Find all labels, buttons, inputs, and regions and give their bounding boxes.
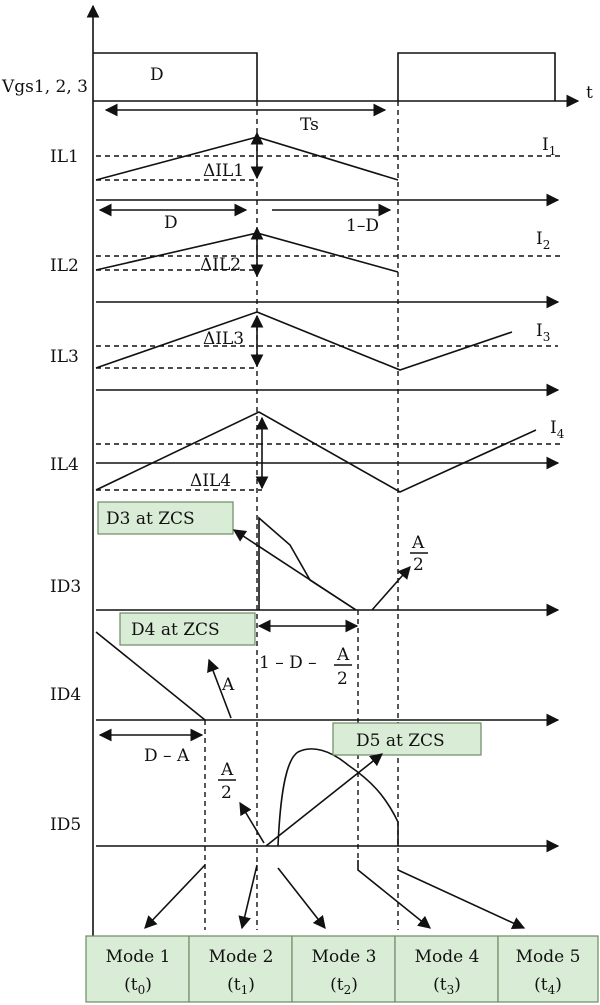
id4-slope-arrow: [207, 658, 232, 719]
il4-label: IL4: [50, 455, 79, 475]
mode-4-box: Mode 4 (t3): [394, 935, 499, 1003]
vgs-label: Vgs1, 2, 3: [1, 77, 88, 97]
d-minus-a-label: D – A: [144, 746, 190, 766]
dil3-label: ΔIL3: [203, 329, 244, 349]
i4-label: I4: [550, 418, 565, 441]
id4-waveform: [95, 631, 206, 721]
il3-label: IL3: [50, 347, 79, 367]
il1-label: IL1: [50, 147, 79, 167]
mode-3-time: (t2): [330, 975, 358, 997]
mode-1-box: Mode 1 (t0): [85, 935, 190, 1003]
vgs-pulse-1: [93, 52, 258, 101]
mode-1-time: (t0): [124, 975, 152, 997]
i3-label: I3: [536, 321, 550, 344]
id3-slope-num: A: [411, 533, 425, 553]
mode-3-box: Mode 3 (t2): [291, 935, 396, 1003]
mode-4-time: (t3): [433, 975, 461, 997]
mode2-pointer: [238, 864, 258, 930]
mode-4-name: Mode 4: [415, 947, 480, 967]
id5-label: ID5: [50, 815, 81, 835]
one-minus-d-label: 1–D: [346, 216, 379, 236]
id5-waveform: [277, 748, 399, 847]
duty-label: D: [150, 65, 164, 85]
il2-label: IL2: [50, 256, 79, 276]
mode-5-box: Mode 5 (t4): [497, 935, 599, 1003]
mode4-pointer: [357, 860, 431, 929]
il2-waveform: [95, 232, 399, 273]
one-minus-d-minus-label: 1 – D –: [259, 653, 317, 673]
ts-label: Ts: [300, 115, 319, 135]
mode-2-name: Mode 2: [209, 947, 274, 967]
i1-label: I1: [542, 135, 556, 158]
mode5-pointer: [397, 869, 526, 929]
d3-zcs-pointer: [232, 529, 357, 611]
id5-slope-den: 2: [221, 783, 232, 803]
mode-2-box: Mode 2 (t1): [188, 935, 293, 1003]
vgs-pulse-2: [397, 52, 556, 101]
mode-5-name: Mode 5: [516, 947, 581, 967]
d4-zcs-callout: [119, 612, 256, 646]
d3-zcs-callout: [97, 501, 234, 535]
mode-2-time: (t1): [227, 975, 255, 997]
il3-waveform: [95, 311, 513, 371]
dil1-label: ΔIL1: [203, 161, 244, 181]
id5-slope-arrow: [239, 801, 265, 844]
d5-zcs-pointer: [265, 753, 384, 847]
id3-label: ID3: [50, 577, 81, 597]
id3-slope-den: 2: [413, 555, 424, 575]
mode1-pointer: [144, 864, 206, 929]
i2-label: I2: [536, 229, 550, 252]
d5-zcs-label: D5 at ZCS: [356, 731, 445, 751]
dil2-label: ΔIL2: [200, 255, 241, 275]
il4-waveform: [95, 411, 537, 493]
id4-slope-label: A: [221, 675, 235, 695]
mode3-pointer: [277, 867, 326, 930]
id3-slope-arrow: [371, 566, 411, 611]
il1-waveform: [95, 136, 399, 181]
time-label: t: [586, 83, 593, 103]
id4-label: ID4: [50, 685, 81, 705]
id5-slope-num: A: [220, 760, 234, 780]
d4-zcs-label: D4 at ZCS: [131, 620, 220, 640]
d3-zcs-label: D3 at ZCS: [106, 509, 195, 529]
mode-5-time: (t4): [534, 975, 562, 997]
d5-zcs-callout: [332, 722, 482, 756]
dil4-label: ΔIL4: [190, 471, 231, 491]
d-interval-label: D: [164, 213, 178, 233]
mode-3-name: Mode 3: [312, 947, 377, 967]
id3-waveform: [258, 516, 357, 611]
one-minus-d-a-den: 2: [337, 669, 348, 689]
one-minus-d-a-num: A: [336, 645, 350, 665]
mode-1-name: Mode 1: [106, 947, 171, 967]
